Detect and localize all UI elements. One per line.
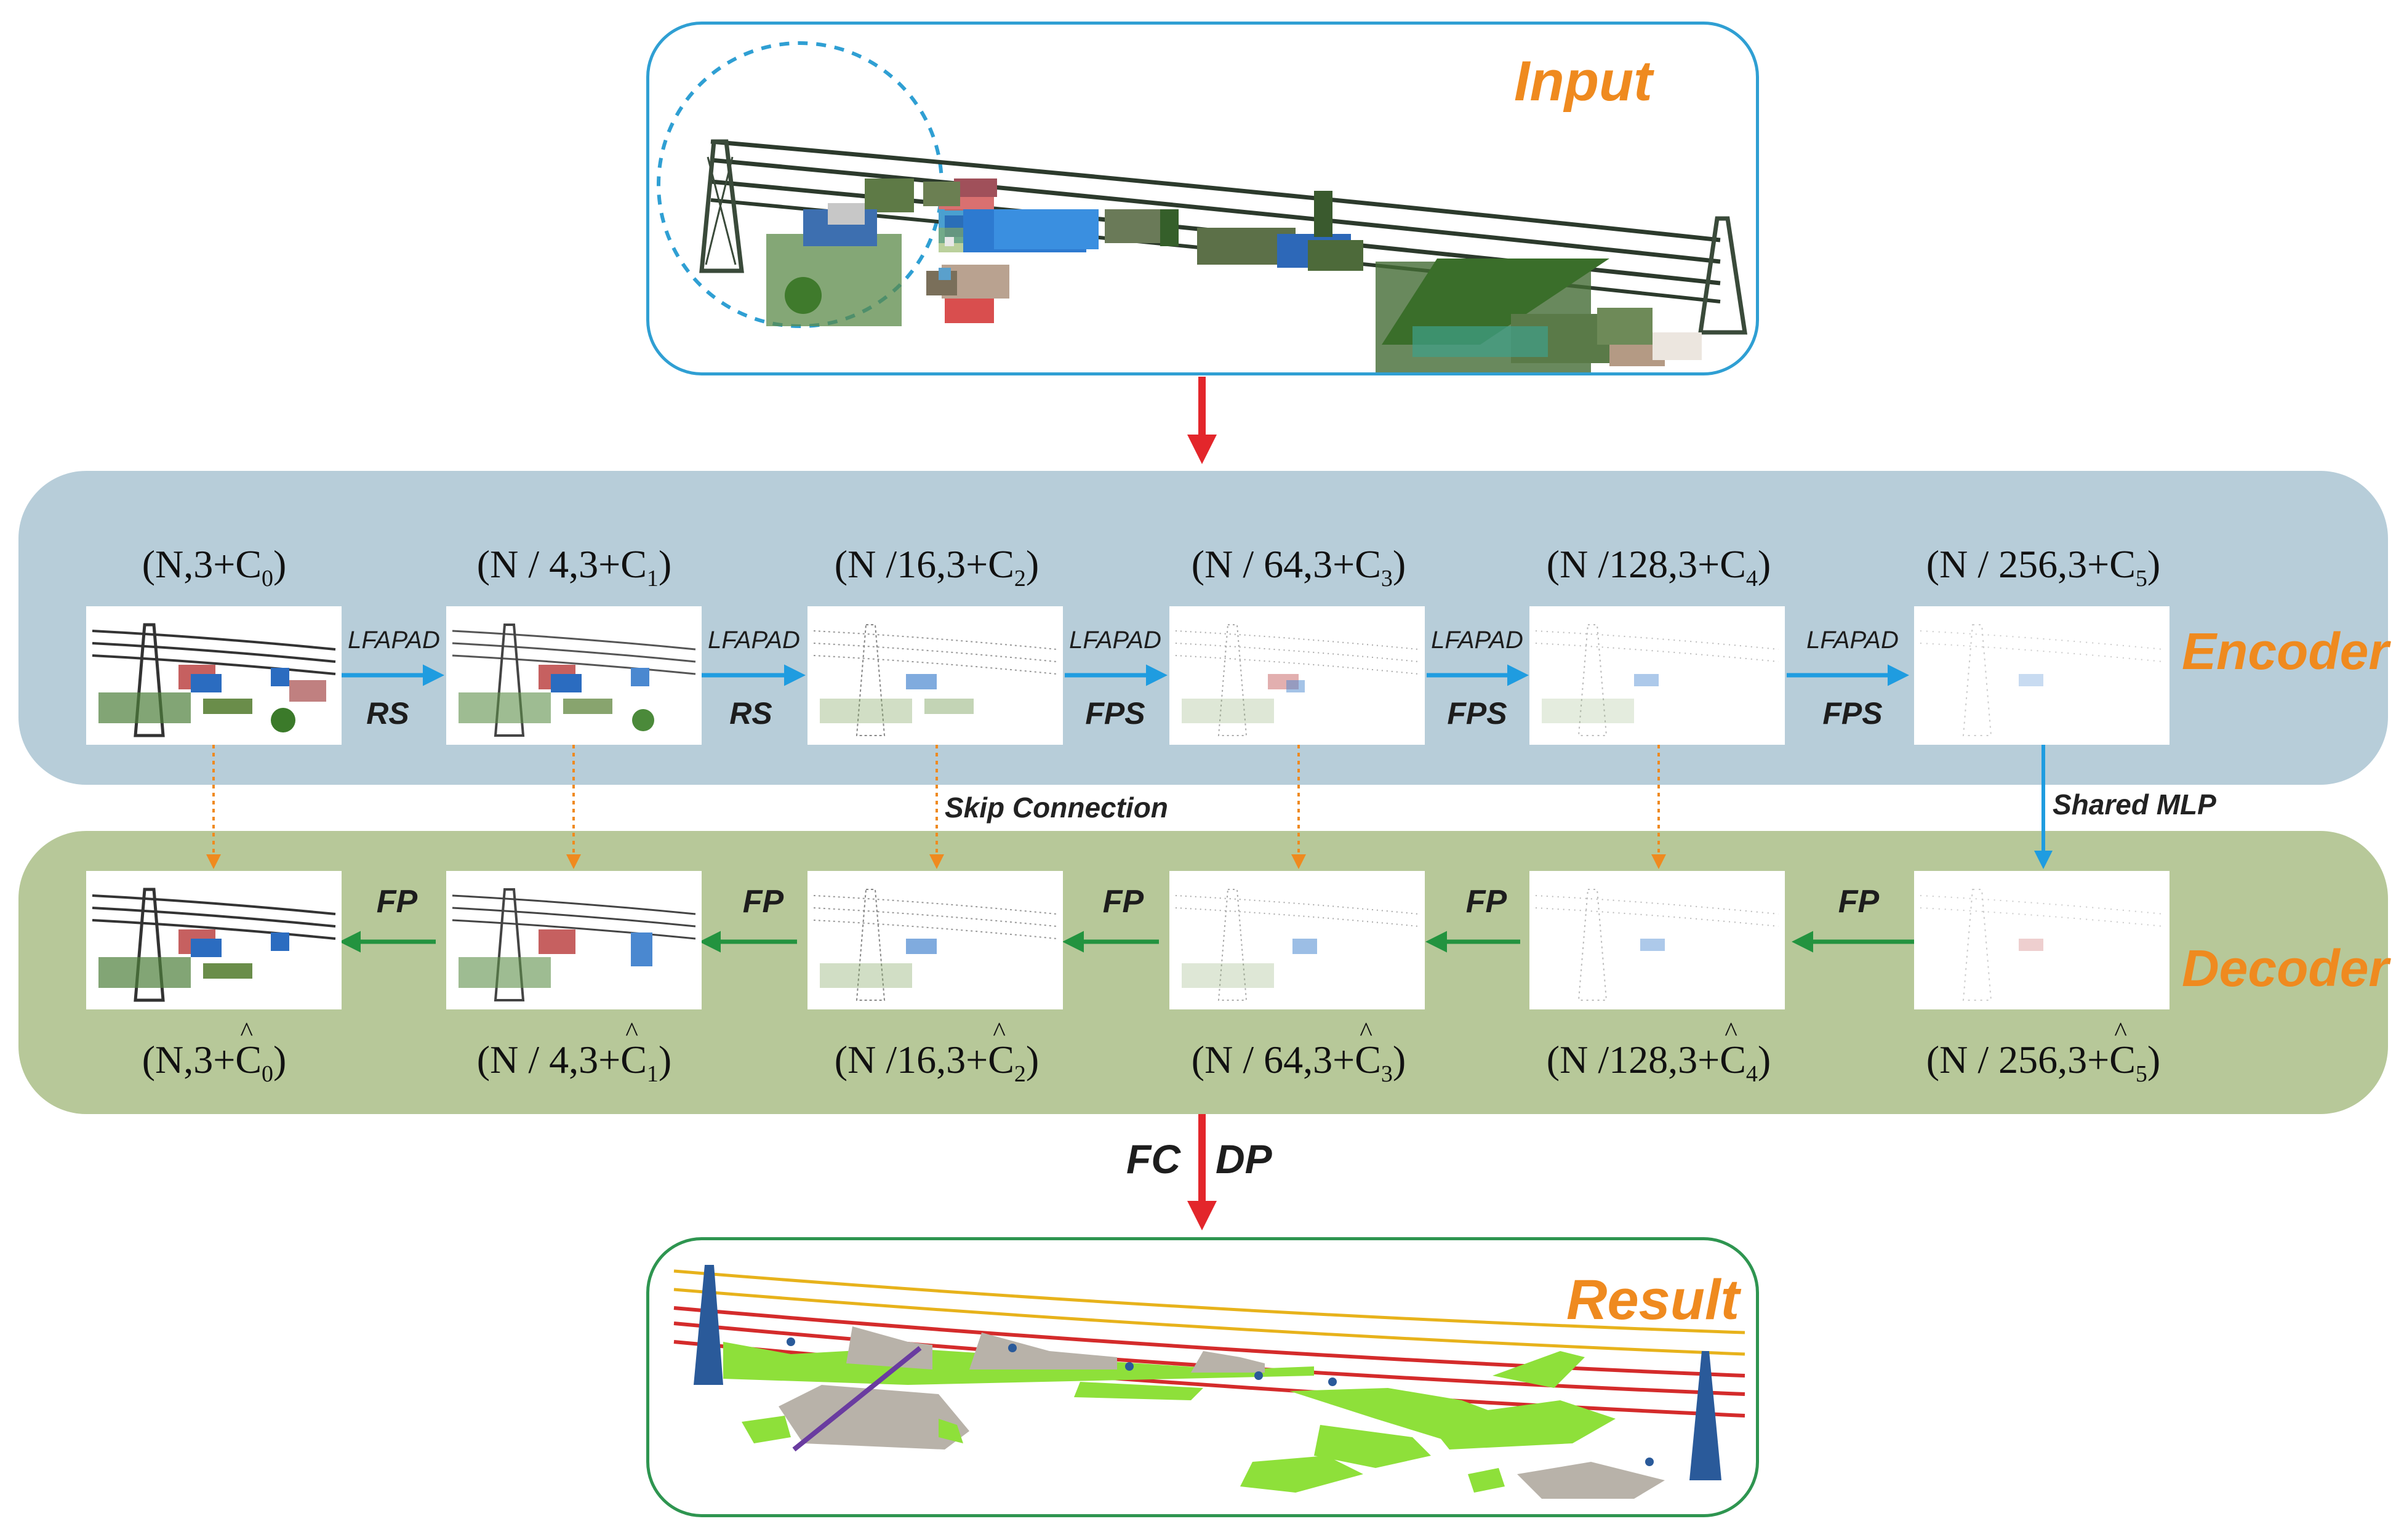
encoder-op-1: LFAPAD xyxy=(348,627,440,654)
encoder-thumbnail-0 xyxy=(86,606,342,745)
decoder-fp-5: FP xyxy=(376,884,418,920)
encoder-sampling-2: RS xyxy=(729,696,772,731)
encoder-dim-5: (N / 256,3+C5) xyxy=(1926,542,2161,592)
encoder-dim-0: (N,3+C0) xyxy=(142,542,287,592)
encoder-op-3: LFAPAD xyxy=(1069,627,1161,654)
decoder-fp-3: FP xyxy=(1102,884,1144,920)
decoder-thumbnail-0 xyxy=(86,871,342,1009)
decoder-thumbnail-2 xyxy=(807,871,1063,1009)
decoder-dim-0: (N,3+C0) xyxy=(54,1016,374,1088)
encoder-op-2: LFAPAD xyxy=(708,627,800,654)
encoder-sampling-3: FPS xyxy=(1085,696,1145,731)
decoder-thumbnail-3 xyxy=(1169,871,1425,1009)
decoder-fp-2: FP xyxy=(1465,884,1507,920)
encoder-thumbnail-3 xyxy=(1169,606,1425,745)
decoder-label: Decoder xyxy=(2182,939,2389,997)
decoder-fp-4: FP xyxy=(742,884,784,920)
encoder-thumbnail-5 xyxy=(1914,606,2170,745)
decoder-thumbnail-4 xyxy=(1529,871,1785,1009)
encoder-sampling-5: FPS xyxy=(1822,696,1883,731)
encoder-sampling-4: FPS xyxy=(1447,696,1507,731)
encoder-op-4: LFAPAD xyxy=(1431,627,1523,654)
shared-mlp-label: Shared MLP xyxy=(2053,788,2216,820)
encoder-thumbnail-1 xyxy=(446,606,702,745)
encoder-label: Encoder xyxy=(2182,622,2389,680)
encoder-sampling-1: RS xyxy=(366,696,409,731)
result-segmentation xyxy=(673,1265,1745,1499)
encoder-op-5: LFAPAD xyxy=(1806,627,1899,654)
decoder-fp-1: FP xyxy=(1838,884,1880,920)
result-panel: Result xyxy=(646,1237,1759,1517)
decoder-dim-4: (N /128,3+C4) xyxy=(1499,1016,1819,1088)
decoder-dim-2: (N /16,3+C2) xyxy=(777,1016,1097,1088)
encoder-dim-1: (N / 4,3+C1) xyxy=(476,542,672,592)
decoder-thumbnail-5 xyxy=(1914,871,2170,1009)
decoder-dim-3: (N / 64,3+C3) xyxy=(1139,1016,1459,1088)
skip-connection-label: Skip Connection xyxy=(945,792,1168,824)
input-point-cloud xyxy=(657,41,1748,372)
encoder-dim-2: (N /16,3+C2) xyxy=(834,542,1040,592)
input-panel: Input xyxy=(646,22,1759,375)
decoder-thumbnail-1 xyxy=(446,871,702,1009)
encoder-thumbnail-2 xyxy=(807,606,1063,745)
decoder-dim-5: (N / 256,3+C5) xyxy=(1883,1016,2203,1088)
encoder-dim-4: (N /128,3+C4) xyxy=(1546,542,1771,592)
input-title: Input xyxy=(1514,50,1653,113)
encoder-dim-3: (N / 64,3+C3) xyxy=(1191,542,1406,592)
encoder-thumbnail-4 xyxy=(1529,606,1785,745)
result-title: Result xyxy=(1566,1269,1740,1331)
fc-label: FC xyxy=(1126,1136,1180,1182)
decoder-dim-1: (N / 4,3+C1) xyxy=(414,1016,734,1088)
dp-label: DP xyxy=(1216,1136,1272,1182)
